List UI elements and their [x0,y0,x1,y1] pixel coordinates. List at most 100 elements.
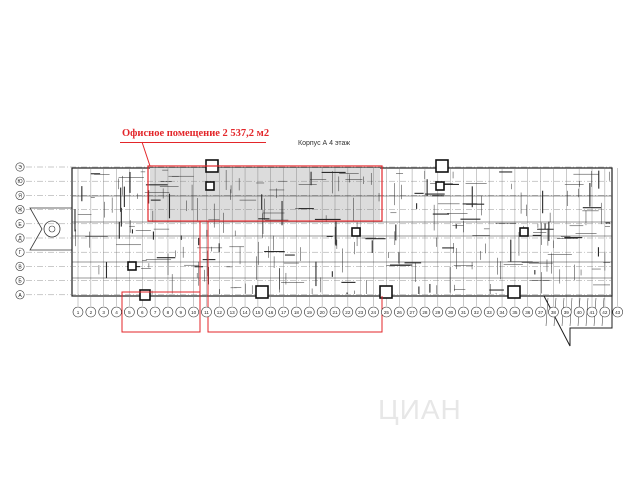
core-block [435,159,449,173]
watermark: ЦИАН [378,394,462,425]
column-axis-label: 1 [77,310,80,315]
column-axis-label: 20 [320,310,326,315]
column-axis-bubble [239,306,251,318]
column-axis-label: 28 [422,310,428,315]
office-area-fill [150,168,380,220]
column-axis-label: 5 [128,310,131,315]
core-block [127,261,137,271]
row-axis-label: Ж [18,208,23,214]
row-axis-bubble [15,205,25,215]
column-axis-label: 41 [589,310,595,315]
column-axis-label: 27 [410,310,416,315]
column-axis-label: 21 [332,310,338,315]
column-axis-label: 43 [615,310,621,315]
row-axis-label: Я [18,193,22,199]
building-floor-label: Корпус А 4 этаж [298,140,351,147]
left-tower [29,207,73,251]
column-axis-label: 26 [397,310,403,315]
row-axis-bubble [15,190,25,200]
column-axis-bubble [252,306,264,318]
column-axis-bubble [496,306,508,318]
column-axis-bubble [548,306,559,318]
column-axis-bubble [226,306,238,318]
column-axis-bubble [342,306,354,318]
row-axis-label: А [18,293,22,299]
column-axis-label: 2 [90,310,93,315]
row-axis-bubble [15,219,25,229]
column-axis-bubble [278,306,289,318]
column-axis-label: 33 [487,310,493,315]
office-highlight-rect [147,165,383,222]
column-axis-bubble [72,306,84,318]
column-axis-bubble [393,306,405,318]
column-axis-bubble [471,306,482,318]
column-axis-bubble [329,306,341,318]
row-axis-label: Э [18,165,22,171]
column-axis-bubble [560,306,572,318]
column-axis-bubble [586,306,598,318]
row-axis-bubble [15,162,25,172]
core-block [139,289,151,301]
column-axis-label: 14 [242,310,248,315]
column-axis-bubble [368,306,379,318]
row-axis-label: Б [18,279,22,285]
core-block [255,285,269,299]
column-axis-bubble [432,306,444,318]
column-axis-label: 38 [551,310,557,315]
column-axis-bubble [124,306,135,318]
row-axis-bubble [15,290,25,300]
column-axis-bubble [85,306,97,318]
column-axis-bubble [265,306,277,318]
column-axis-bubble [406,306,418,318]
row-axis-label: Д [18,236,22,242]
column-axis-label: 36 [525,310,531,315]
column-axis-label: 16 [268,310,274,315]
column-axis-bubble [175,306,187,318]
column-axis-bubble [188,306,199,318]
column-axis-label: 42 [602,310,608,315]
column-axis-bubble [355,306,367,318]
core-block [519,227,529,237]
column-axis-label: 34 [499,310,505,315]
row-axis-label: Ю [17,179,22,185]
row-axis-bubble [15,276,25,286]
column-axis-label: 7 [154,310,157,315]
column-axis-label: 37 [538,310,544,315]
core-block [351,227,361,237]
column-axis-label: 18 [294,310,300,315]
core-block [507,285,521,299]
column-axis-bubble [136,306,148,318]
row-axis-bubble [15,176,25,186]
right-stair [543,295,613,347]
row-axis-bubble [15,233,25,243]
column-axis-label: 9 [180,310,183,315]
column-axis-bubble [573,306,585,318]
column-axis-label: 39 [564,310,570,315]
column-axis-bubble [291,306,302,318]
column-axis-bubble [419,306,431,318]
column-axis-bubble [599,306,611,318]
row-axis-bubble [15,261,25,271]
column-axis-bubble [303,306,315,318]
row-axis-label: Е [18,222,22,228]
column-axis-label: 12 [217,310,223,315]
stair-tread [545,297,549,327]
column-axis-bubble [483,306,495,318]
column-axis-label: 31 [461,310,467,315]
row-axis-label: В [18,264,22,270]
column-axis-bubble [98,306,109,318]
core-block [435,181,445,191]
column-axis-bubble [381,306,392,318]
column-axis-label: 35 [512,310,518,315]
column-axis-label: 23 [358,310,364,315]
column-axis-label: 15 [255,310,261,315]
column-axis-label: 24 [371,310,377,315]
column-axis-bubble [458,306,469,318]
column-grid-lines [77,168,618,306]
column-axis-bubble [445,306,456,318]
column-axis-bubble [111,306,122,318]
column-axis-bubble [612,306,624,318]
column-axis-label: 6 [141,310,144,315]
row-axis-label: Г [19,250,22,256]
